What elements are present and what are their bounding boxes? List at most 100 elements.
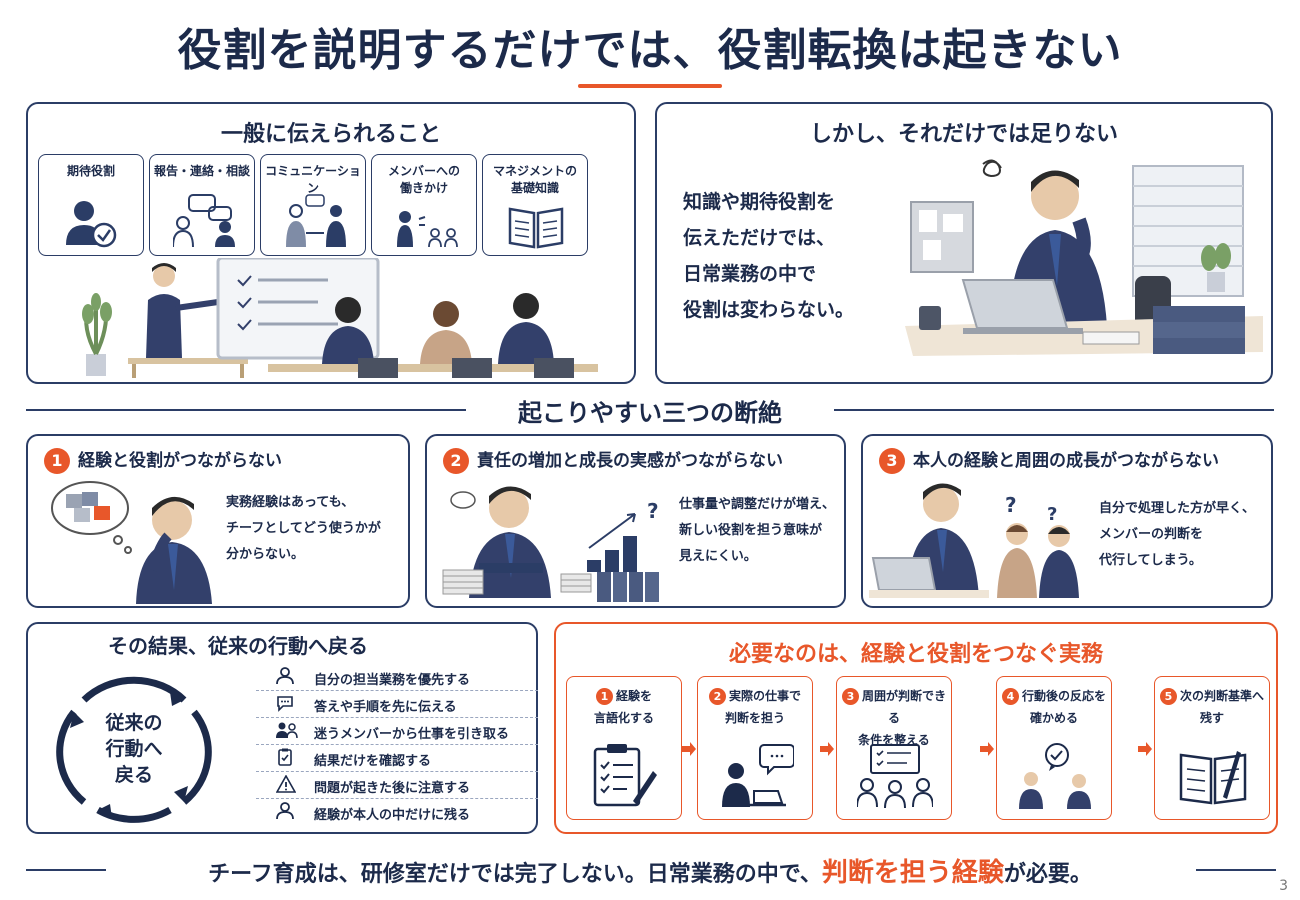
svg-text:?: ?	[1047, 504, 1057, 525]
not-enough-heading: しかし、それだけでは足りない	[809, 122, 1118, 147]
text-line: 従来の	[105, 712, 163, 734]
item-label: コミュニケーション	[265, 164, 361, 195]
busy-worker-with-members-illustration: ? ?	[869, 483, 1079, 598]
item-member-approach: メンバーへの 働きかけ	[371, 154, 477, 256]
notebook-pen-icon	[1179, 751, 1247, 805]
arrow-right-icon	[1138, 742, 1152, 756]
footer-highlight: 判断を担う経験	[821, 858, 1004, 888]
section-divider-left	[26, 409, 466, 411]
overloaded-worker-illustration: ?	[442, 486, 659, 602]
text-line: 周囲が判断できる	[861, 689, 946, 725]
page-number: 3	[1279, 878, 1288, 894]
result-list-item: 自分の担当業務を優先する	[256, 664, 538, 691]
item-label: 期待役割	[66, 164, 115, 178]
people-icon	[276, 722, 298, 739]
result-panel: その結果、従来の行動へ戻る 従来の 行動へ 戻る 自分の担当業務を優先する 答え…	[26, 622, 538, 834]
text-line: 仕事量や調整だけが増え、	[679, 497, 836, 512]
cycle-arrows-icon	[56, 676, 212, 823]
page-title: 役割を説明するだけでは、役割転換は起きない	[177, 25, 1123, 76]
arrow-right-icon	[820, 742, 834, 756]
gap-number: 3	[879, 448, 905, 474]
text-line: 行動へ	[105, 738, 163, 760]
result-list-item: 答えや手順を先に伝える	[256, 691, 538, 718]
clipboard-icon	[278, 748, 292, 766]
arrow-right-icon	[980, 742, 994, 756]
item-label: メンバーへの 働きかけ	[387, 164, 460, 195]
team-board-icon	[857, 744, 933, 809]
gap-number: 1	[44, 448, 70, 474]
gap-panel-3: 3 本人の経験と周囲の成長がつながらない ? ? 自分で処理した方が早く、 メンバ…	[861, 434, 1273, 608]
footer-text-before: チーフ育成は、研修室だけでは完了しない。日常業務の中で、	[208, 862, 822, 887]
not-enough-panel: しかし、それだけでは足りない 知識や期待役割を 伝えただけでは、 日常業務の中で…	[655, 102, 1273, 384]
item-label: マネジメントの 基礎知識	[492, 164, 577, 195]
result-item-text: 経験が本人の中だけに残る	[314, 808, 471, 823]
text-line: 日常業務の中で	[683, 263, 817, 285]
result-item-text: 問題が起きた後に注意する	[314, 781, 471, 796]
item-label: 報告・連絡・相談	[153, 164, 250, 178]
result-list-item: 問題が起きた後に注意する	[256, 772, 538, 799]
person-icon	[276, 667, 294, 685]
cycle-label: 従来の 行動へ 戻る	[84, 710, 184, 788]
result-item-text: 迷うメンバーから仕事を引き取る	[314, 727, 510, 742]
item-report-contact: 報告・連絡・相談	[149, 154, 255, 256]
text-line: チーフとしてどう使うかが	[226, 521, 381, 536]
text-line: 戻る	[114, 764, 153, 786]
person-laptop-thinking-icon	[722, 744, 794, 807]
result-list-item: 経験が本人の中だけに残る	[256, 799, 538, 826]
step-number: 2	[708, 688, 726, 705]
step-number: 3	[841, 688, 859, 705]
footer-text-after: が必要。	[1003, 862, 1092, 887]
troubled-worker-illustration	[905, 159, 1263, 356]
result-list-item: 結果だけを確認する	[256, 745, 538, 772]
footer-line-right	[1196, 869, 1276, 871]
not-enough-text: 知識や期待役割を 伝えただけでは、 日常業務の中で 役割は変わらない。	[683, 184, 854, 328]
open-book-icon	[508, 207, 564, 249]
text-line: 次の判断基準へ	[1179, 689, 1264, 703]
arrow-right-icon	[682, 742, 696, 756]
feedback-conversation-icon	[1019, 743, 1091, 809]
section-title: 起こりやすい三つの断絶	[518, 399, 782, 427]
gap-heading-text: 本人の経験と周囲の成長がつながらない	[913, 451, 1219, 471]
person-icon	[276, 802, 294, 820]
result-list-item: 迷うメンバーから仕事を引き取る	[256, 718, 538, 745]
text-line: 伝えただけでは、	[683, 227, 836, 249]
text-line: 実際の仕事で	[728, 689, 801, 703]
result-heading: その結果、従来の行動へ戻る	[108, 634, 368, 658]
needed-heading: 必要なのは、経験と役割をつなぐ実務	[728, 642, 1103, 667]
text-line: 条件を整える	[858, 733, 930, 747]
step-number: 4	[1001, 688, 1019, 705]
item-communication: コミュニケーション	[260, 154, 366, 256]
text-line: 新しい役割を担う意味が	[679, 523, 823, 538]
leader-members-icon	[397, 211, 458, 248]
step-number: 5	[1159, 688, 1177, 705]
text-line: 自分で処理した方が早く、	[1099, 501, 1256, 516]
svg-text:?: ?	[647, 499, 659, 523]
item-management-basics: マネジメントの 基礎知識	[482, 154, 588, 256]
text-line: 実務経験はあっても、	[226, 495, 355, 510]
person-check-icon	[66, 201, 117, 248]
title-underline	[578, 84, 722, 88]
text-line: 判断を担う	[724, 711, 785, 725]
text-line: 役割は変わらない。	[683, 299, 855, 321]
text-line: メンバーの判断を	[1099, 527, 1204, 542]
gap-text-2: 仕事量や調整だけが増え、 新しい役割を担う意味が 見えにくい。	[679, 492, 835, 570]
warning-icon	[276, 775, 296, 793]
result-item-text: 結果だけを確認する	[314, 754, 432, 769]
item-expected-role: 期待役割	[38, 154, 144, 256]
checklist-pen-icon	[593, 744, 657, 807]
text-line: 言語化する	[593, 711, 654, 725]
result-item-text: 答えや手順を先に伝える	[314, 700, 457, 715]
text-line: 行動後の反応を	[1021, 689, 1106, 703]
text-line: 知識や期待役割を	[683, 191, 836, 213]
svg-text:?: ?	[1005, 493, 1017, 517]
